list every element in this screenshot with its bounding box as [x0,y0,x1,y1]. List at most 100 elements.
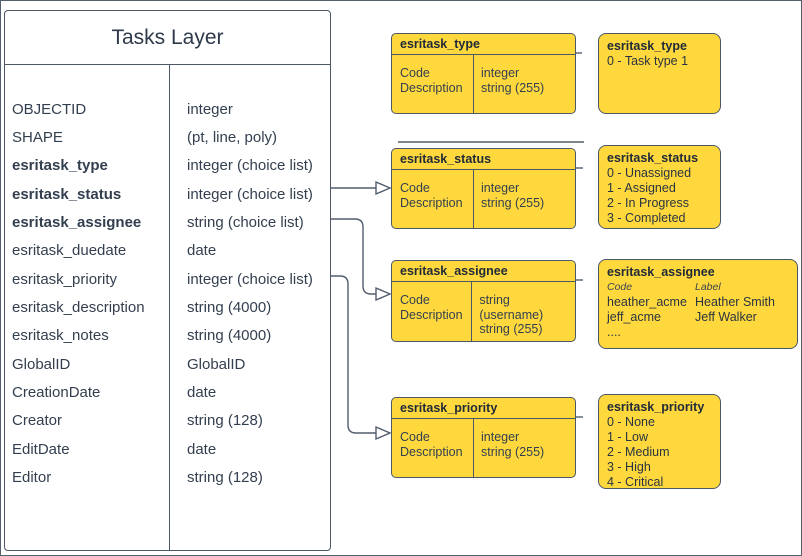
column-divider [169,64,171,550]
schema-field-type: integer [481,181,520,195]
schema-field-type: integer [481,430,520,444]
schema-field-type: string (255) [481,444,545,459]
table-row: esritask_description string (4000) [5,293,330,321]
legend-line: 2 - In Progress [607,195,689,210]
field-name: esritask_status [12,185,122,203]
field-name: esritask_priority [12,270,118,288]
legend-box-esritask-status: esritask_status 0 - Unassigned 1 - Assig… [598,145,721,229]
table-row: SHAPE (pt, line, poly) [5,123,330,151]
table-row: GlobalID GlobalID [5,350,330,378]
field-type: integer [187,100,233,118]
field-type: string (4000) [187,299,272,317]
field-type: string (4000) [187,327,272,345]
schema-field-type: string (255) [479,322,543,336]
legend-title: esritask_priority [607,400,705,414]
legend-line: 3 - Completed [607,210,686,225]
legend-line: 0 - Task type 1 [607,53,689,68]
table-row: esritask_assignee string (choice list) [5,208,330,236]
schema-field-name: Code [400,430,430,444]
arrowhead-status [375,180,392,196]
field-type: string (128) [187,412,263,430]
field-name: esritask_duedate [12,242,127,260]
connector-priority [331,275,376,434]
assignee-code-label-table: Code Label heather_acme Heather Smith je… [607,280,789,325]
assignee-label: Heather Smith [695,294,775,309]
schema-field-name: Code [400,181,430,195]
legend-box-esritask-assignee: esritask_assignee Code Label heather_acm… [598,259,798,349]
assignee-code: jeff_acme [607,309,661,324]
field-name: Creator [12,412,63,430]
field-name: esritask_assignee [12,214,142,232]
legend-line: 2 - Medium [607,444,670,459]
field-name: OBJECTID [12,100,87,118]
schema-field-name: Code [400,293,430,307]
schema-field-name: Description [400,80,463,95]
table-row: OBJECTID integer [5,95,330,123]
tasks-layer-title: Tasks Layer [5,11,330,65]
arrowhead-priority [375,425,392,441]
field-name: Editor [12,469,52,487]
legend-title: esritask_status [607,151,699,165]
table-row: esritask_notes string (4000) [5,322,330,350]
legend-box-esritask-priority: esritask_priority 0 - None 1 - Low 2 - M… [598,394,721,489]
field-name: GlobalID [12,355,71,373]
field-type: (pt, line, poly) [187,129,278,147]
field-type: date [187,384,217,402]
table-row: Creator string (128) [5,407,330,435]
field-name: esritask_notes [12,327,109,345]
field-name: esritask_type [12,157,108,175]
arrowhead-assignee [375,286,392,302]
schema-field-name: Description [400,195,463,210]
schema-field-type: integer [481,66,520,80]
assignee-label: Jeff Walker [695,309,757,324]
tasks-layer-table: Tasks Layer OBJECTID integer SHAPE (pt, li… [4,10,331,551]
legend-line: 4 - Critical [607,474,664,489]
legend-line: 1 - Assigned [607,180,676,195]
label-column-header: Label [695,280,721,293]
table-row: CreationDate date [5,378,330,406]
schema-field-name: Description [400,307,463,322]
legend-title: esritask_type [607,39,687,53]
field-name: CreationDate [12,384,101,402]
assignee-code: heather_acme [607,294,687,309]
field-type: string (choice list) [187,214,304,232]
tasks-layer-fields: OBJECTID integer SHAPE (pt, line, poly) es… [5,95,330,492]
legend-line: 0 - Unassigned [607,165,692,180]
field-type: date [187,242,217,260]
field-type: integer (choice list) [187,185,313,203]
legend-title: esritask_assignee [607,265,715,279]
schema-box-title: esritask_priority [392,398,575,419]
table-row: esritask_status integer (choice list) [5,180,330,208]
legend-more-indicator: .... [607,324,621,339]
field-type: GlobalID [187,355,246,373]
legend-box-esritask-type: esritask_type 0 - Task type 1 [598,33,721,114]
schema-field-name: Description [400,444,463,459]
code-column-header: Code [607,280,633,293]
table-row: esritask_duedate date [5,237,330,265]
schema-field-name: Code [400,66,430,80]
table-row: EditDate date [5,435,330,463]
field-type: string (128) [187,469,263,487]
field-name: esritask_description [12,299,145,317]
field-type: date [187,440,217,458]
field-name: EditDate [12,440,70,458]
schema-field-type: string (255) [481,80,545,95]
legend-line: 0 - None [607,414,655,429]
schema-box-title: esritask_type [392,34,575,55]
schema-field-type: string (username) [479,293,544,322]
field-name: SHAPE [12,129,63,147]
schema-box-title: esritask_status [392,149,575,170]
legend-line: 3 - High [607,459,651,474]
table-row: Editor string (128) [5,463,330,491]
